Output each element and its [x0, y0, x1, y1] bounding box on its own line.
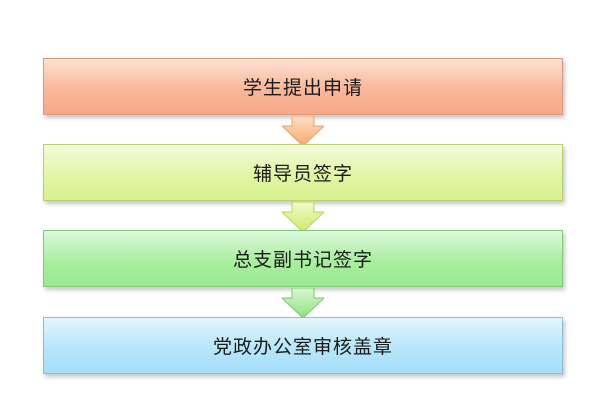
step-label: 总支副书记签字 — [232, 249, 373, 271]
step-deputy-secretary-signature: 总支副书记签字 — [43, 230, 563, 287]
step-office-review-seal: 党政办公室审核盖章 — [43, 317, 563, 374]
down-arrow-icon — [282, 202, 324, 232]
step-counselor-signature: 辅导员签字 — [43, 144, 563, 201]
step-label: 学生提出申请 — [242, 77, 363, 99]
step-student-application: 学生提出申请 — [43, 58, 563, 115]
down-arrow-icon — [282, 288, 324, 318]
step-label: 党政办公室审核盖章 — [212, 336, 393, 358]
step-label: 辅导员签字 — [252, 163, 353, 185]
down-arrow-icon — [282, 116, 324, 146]
